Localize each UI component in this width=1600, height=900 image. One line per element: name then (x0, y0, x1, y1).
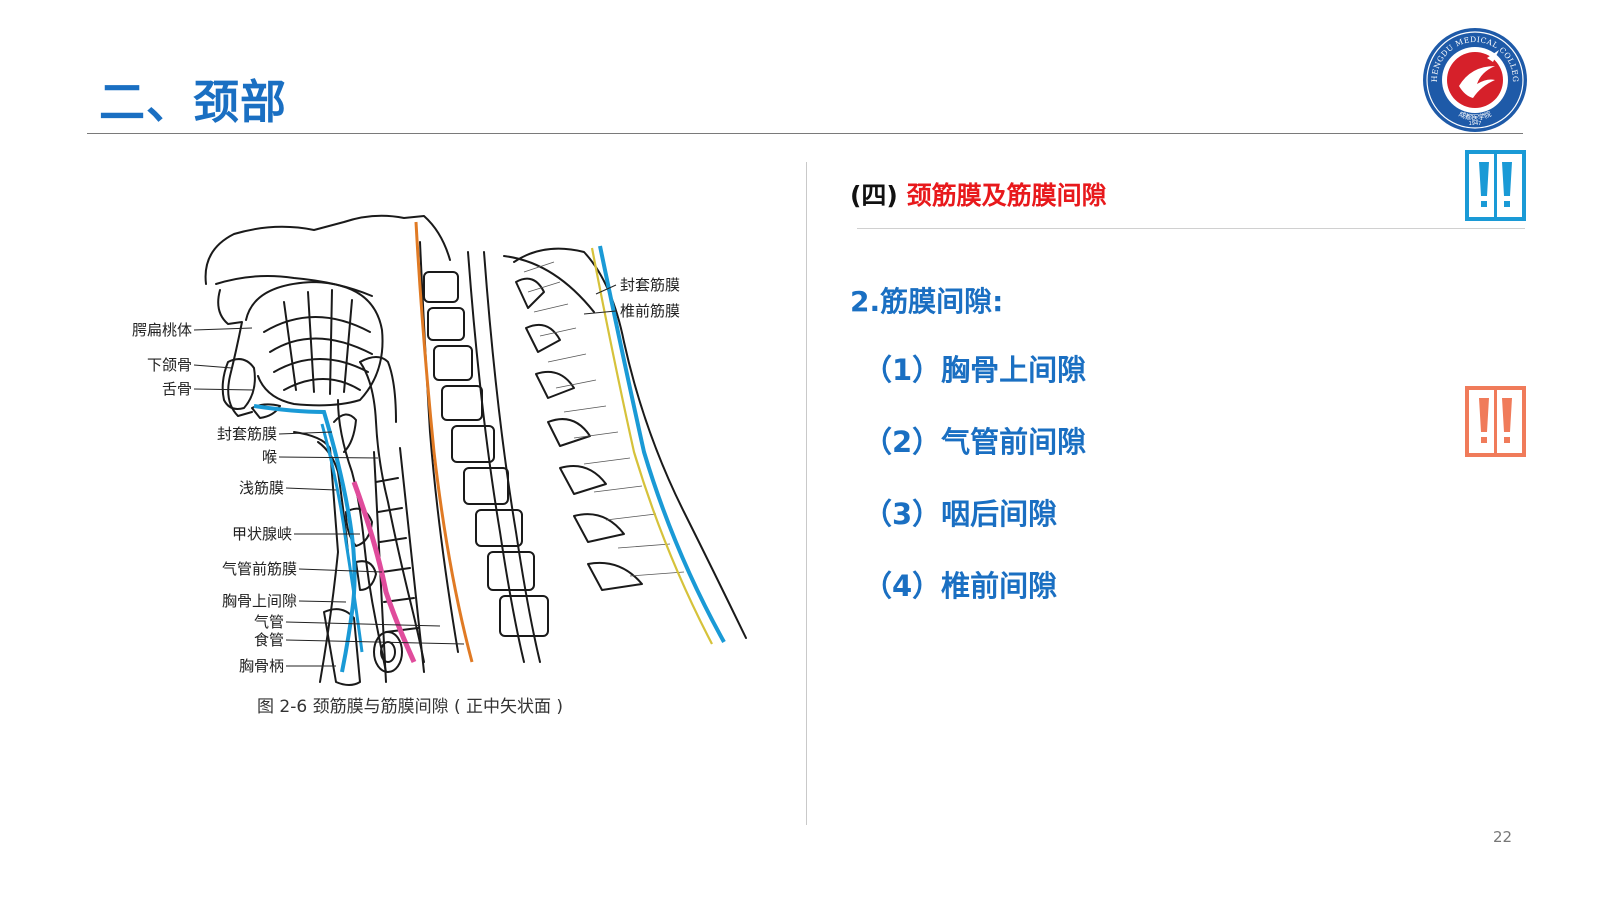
quote-marks-orange-icon (1465, 386, 1526, 457)
fascial-space-list: （1）胸骨上间隙 （2）气管前间隙 （3）咽后间隙 （4）椎前间隙 (863, 350, 1086, 638)
label-prevertebral-fascia: 椎前筋膜 (620, 302, 680, 320)
quote-marks-blue-icon (1465, 150, 1526, 221)
section-title: 颈筋膜及筋膜间隙 (906, 181, 1107, 210)
list-item: （2）气管前间隙 (863, 425, 1087, 459)
label-suprasternal-space: 胸骨上间隙 (222, 592, 297, 610)
pretracheal-fascia-pink (351, 481, 417, 664)
vertebrae (423, 271, 549, 637)
list-item: （3）咽后间隙 (863, 497, 1058, 531)
title-divider (87, 133, 1523, 134)
neck-fascia-diagram: 封套筋膜 椎前筋膜 腭扁桃体 下颌骨 舌骨 封套筋膜 喉 浅筋膜 甲状腺峡 气管… (132, 214, 747, 717)
label-superficial-fascia: 浅筋膜 (239, 479, 284, 497)
page-number: 22 (1493, 828, 1513, 846)
college-logo: CHENGDU MEDICAL COLLEGE 成都医学院 1947 (1421, 26, 1527, 132)
subheading-fascial-spaces: 2.筋膜间隙: (850, 285, 1004, 318)
label-manubrium: 胸骨柄 (239, 657, 284, 675)
muscle-hatching (523, 261, 685, 577)
slide-title: 二、颈部 (99, 75, 287, 129)
figure-caption: 图 2-6 颈筋膜与筋膜间隙 ( 正中矢状面 ) (257, 697, 563, 717)
label-investing-fascia-left: 封套筋膜 (217, 425, 277, 443)
label-palatine-tonsil: 腭扁桃体 (132, 321, 192, 339)
label-pretracheal-fascia: 气管前筋膜 (222, 560, 297, 578)
label-hyoid: 舌骨 (162, 380, 192, 398)
label-mandible: 下颌骨 (147, 356, 192, 374)
anterior-fascia-blue-2 (320, 423, 364, 653)
anatomy-outline (204, 214, 747, 686)
investing-fascia-line (598, 245, 726, 643)
section-divider (857, 228, 1525, 229)
label-larynx: 喉 (262, 448, 277, 466)
section-heading: (四) 颈筋膜及筋膜间隙 (850, 176, 1107, 212)
leader-lines (193, 284, 617, 667)
column-divider (806, 162, 807, 825)
list-item: （4）椎前间隙 (863, 569, 1058, 603)
label-esophagus: 食管 (254, 631, 284, 649)
spinal-fascia-orange (414, 221, 474, 663)
prevertebral-fascia-line (590, 247, 713, 645)
section-prefix: (四) (850, 181, 898, 210)
anterior-fascia-blue (253, 404, 357, 673)
label-investing-fascia-right: 封套筋膜 (620, 276, 680, 294)
label-thyroid-isthmus: 甲状腺峡 (232, 525, 292, 543)
label-trachea: 气管 (254, 613, 284, 631)
list-item: （1）胸骨上间隙 (863, 353, 1087, 387)
logo-year: 1947 (1469, 121, 1482, 127)
